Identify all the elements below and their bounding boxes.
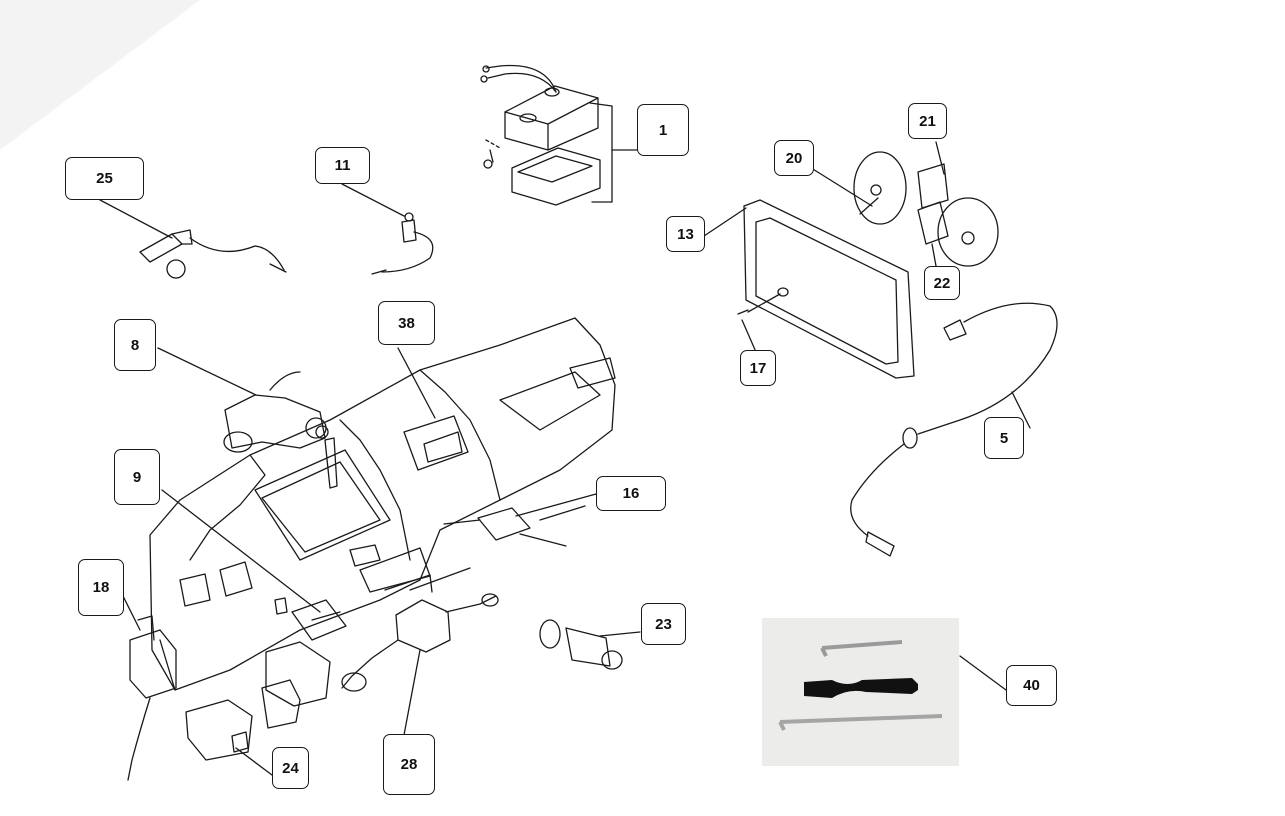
part-23-drawing (539, 619, 641, 670)
callout-28: 28 (383, 734, 435, 795)
part-9-drawing (161, 489, 347, 641)
part-21-drawing (917, 141, 949, 209)
callout-22: 22 (924, 266, 960, 300)
part-8-drawing (157, 347, 338, 489)
part-25-drawing (99, 199, 287, 279)
part-17-drawing (737, 293, 781, 353)
callout-9: 9 (114, 449, 160, 505)
part-38-drawing (397, 347, 469, 471)
callout-38: 38 (378, 301, 435, 345)
part-5-drawing (850, 302, 1058, 557)
part-40-photo (762, 618, 959, 766)
callout-20: 20 (774, 140, 814, 176)
part-1-drawing (480, 64, 638, 206)
part-13-drawing (703, 199, 915, 379)
callout-17: 17 (740, 350, 776, 386)
dashboard-panel-drawing (149, 317, 616, 691)
part-11-drawing (341, 183, 434, 275)
callout-11: 11 (315, 147, 370, 184)
callout-18: 18 (78, 559, 124, 616)
part-28-drawing (341, 593, 499, 736)
part-20-drawing (807, 151, 907, 225)
callout-16: 16 (596, 476, 666, 511)
callout-24: 24 (272, 747, 309, 789)
part-24-drawing (185, 641, 331, 779)
callout-40: 40 (1006, 665, 1057, 706)
part-16-drawing (443, 493, 597, 547)
callout-25: 25 (65, 157, 144, 200)
callout-1: 1 (637, 104, 689, 156)
part-18-drawing (119, 589, 177, 781)
callout-8: 8 (114, 319, 156, 371)
callout-21: 21 (908, 103, 947, 139)
part-40-leader (959, 655, 1007, 691)
tool-photo-drawing (778, 640, 943, 731)
scan-corner-shade (0, 0, 200, 150)
part-22-drawing (917, 197, 999, 267)
callout-5: 5 (984, 417, 1024, 459)
callout-23: 23 (641, 603, 686, 645)
callout-13: 13 (666, 216, 705, 252)
